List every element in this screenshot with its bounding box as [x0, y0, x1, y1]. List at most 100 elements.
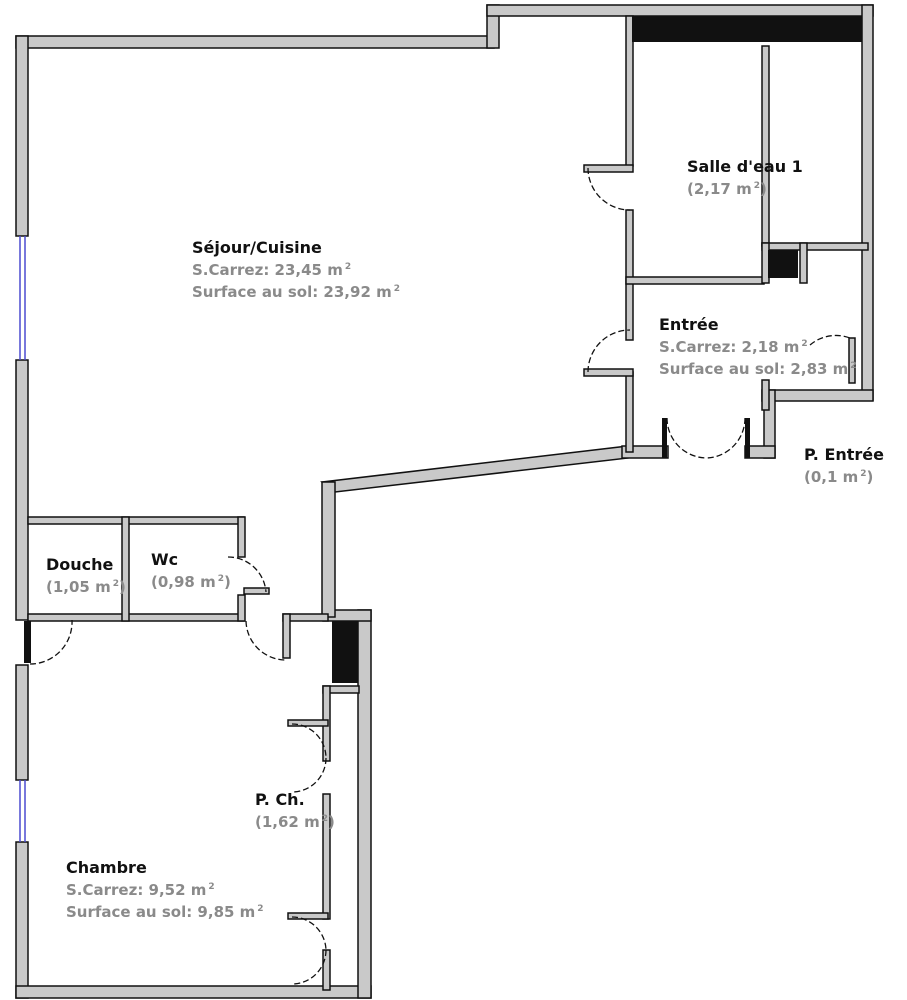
- room-name: Salle d'eau 1: [687, 157, 803, 176]
- wall-wc-right-bottom: [237, 594, 246, 622]
- wall-right: [861, 4, 874, 401]
- wall-diag-drop: [321, 481, 336, 618]
- area-text: (1,62 m: [255, 813, 320, 831]
- area-text: S.Carrez: 2,18 m: [659, 338, 800, 356]
- wall-salle-door-stub: [583, 164, 634, 173]
- area-close: ): [223, 573, 231, 591]
- area-unit-sup: 2: [801, 339, 808, 349]
- wall-pch-left-bottom: [322, 949, 331, 991]
- area-unit-sup: 2: [257, 904, 264, 914]
- walls: [15, 4, 874, 999]
- wall-top-right: [486, 4, 874, 17]
- area-text: (0,98 m: [151, 573, 216, 591]
- door-jamb-left: [662, 418, 667, 458]
- area-unit-sup: 2: [344, 262, 352, 272]
- room-name: Entrée: [659, 315, 719, 334]
- wall-pch-door-stub-2: [287, 912, 329, 920]
- room-name: Douche: [46, 555, 114, 574]
- area-close: ): [118, 578, 126, 596]
- door-salle: [587, 167, 631, 211]
- room-name: P. Ch.: [255, 790, 305, 809]
- door-douche: [29, 619, 73, 665]
- area-unit-sup: 2: [393, 284, 400, 294]
- wall-diagonal: [320, 445, 629, 493]
- wall-shaft-right: [799, 242, 808, 284]
- wall-salle-left-top: [625, 15, 634, 167]
- wall-bath-top: [27, 516, 245, 525]
- area-text: S.Carrez: 9,52 m: [66, 881, 207, 899]
- storage-block: [632, 16, 862, 42]
- douche-door-jamb: [24, 621, 31, 663]
- wall-right-step: [761, 389, 874, 402]
- solid-blocks: [24, 16, 862, 683]
- wall-shaft-left: [761, 242, 770, 284]
- wall-hall-stub: [282, 613, 291, 659]
- wall-entree-door-stub: [583, 368, 634, 377]
- area-close: ): [759, 180, 767, 198]
- wall-wc-door-stub: [243, 587, 270, 595]
- area-text: (2,17 m: [687, 180, 752, 198]
- area-text: (1,05 m: [46, 578, 111, 596]
- door-swings: [29, 167, 851, 985]
- wall-entree-right: [761, 379, 770, 411]
- area-unit-sup: 2: [860, 469, 867, 479]
- area-text: (0,1 m: [804, 468, 859, 486]
- wall-chambre-right: [357, 609, 372, 999]
- door-pch-bottom: [291, 916, 327, 951]
- door-pch-bottom-2: [291, 949, 327, 985]
- area-unit-sup: 2: [850, 361, 857, 371]
- area-close: ): [866, 468, 874, 486]
- wall-entree-left: [625, 371, 634, 453]
- column-block: [332, 621, 358, 683]
- door-main-right: [706, 417, 746, 459]
- door-wc: [227, 556, 267, 593]
- door-pch-top: [291, 723, 327, 759]
- wall-salle-bottom: [625, 276, 765, 285]
- wall-bath-bottom: [27, 613, 245, 622]
- door-main-left: [666, 417, 708, 459]
- area-text: Surface au sol: 23,92 m: [192, 283, 392, 301]
- area-text: S.Carrez: 23,45 m: [192, 261, 343, 279]
- shaft-block: [768, 250, 798, 278]
- door-pch-top-2: [291, 757, 327, 793]
- wall-left-2: [15, 359, 29, 621]
- wall-pch-door-stub: [287, 719, 329, 727]
- area-text: Surface au sol: 2,83 m: [659, 360, 849, 378]
- wall-left-4: [15, 841, 29, 999]
- area-unit-sup: 2: [208, 882, 215, 892]
- wall-salle-left-bottom: [625, 209, 634, 341]
- wall-left-3: [15, 664, 29, 781]
- room-name: Chambre: [66, 858, 147, 877]
- room-name: P. Entrée: [804, 445, 884, 464]
- area-close: ): [327, 813, 335, 831]
- wall-shaft-top: [761, 242, 869, 251]
- wall-wc-right-top: [237, 516, 246, 558]
- area-unit-sup: 2: [321, 814, 328, 824]
- wall-entree-door-jamb: [848, 337, 856, 384]
- area-unit-sup: 2: [112, 579, 119, 589]
- area-unit-sup: 2: [753, 181, 760, 191]
- wall-bath-divider: [121, 516, 130, 622]
- area-text: Surface au sol: 9,85 m: [66, 903, 256, 921]
- wall-bottom: [15, 985, 372, 999]
- windows: [19, 236, 26, 842]
- door-jamb-right: [745, 418, 750, 458]
- room-name: Wc: [151, 550, 179, 569]
